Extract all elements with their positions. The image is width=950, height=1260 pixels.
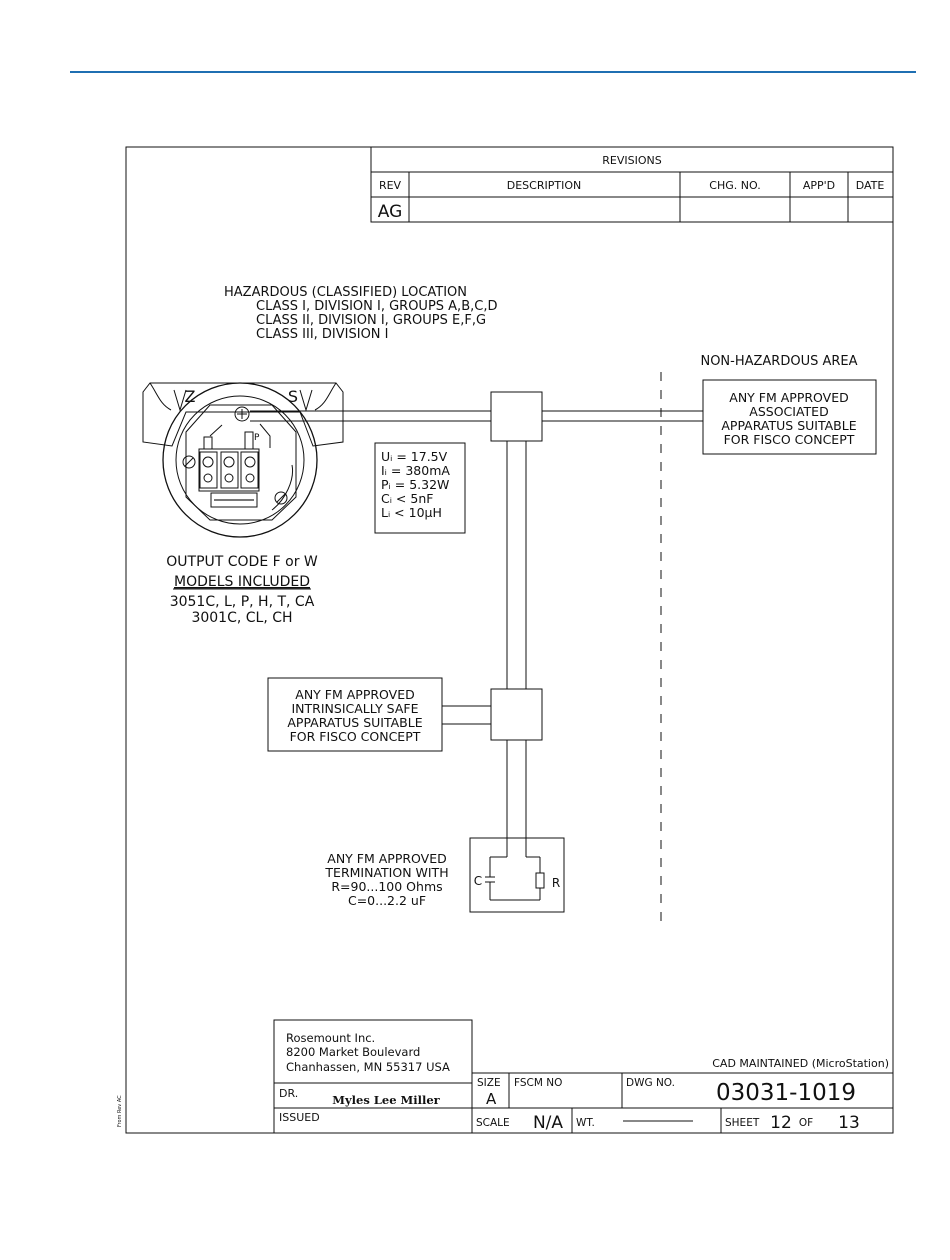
sheet-label: SHEET — [725, 1117, 760, 1129]
param-ii: Iᵢ = 380mA — [381, 463, 450, 478]
param-li: Lᵢ < 10μH — [381, 505, 442, 520]
termination-line-1: ANY FM APPROVED — [327, 851, 446, 866]
is-line-4: FOR FISCO CONCEPT — [290, 729, 421, 744]
termination-text: ANY FM APPROVED TERMINATION WITH R=90...… — [324, 851, 448, 908]
side-revision-note: From Rev AC — [117, 1095, 123, 1127]
termination-box: C R — [469, 837, 565, 913]
resistor-label: R — [552, 876, 560, 890]
hazardous-location-text: HAZARDOUS (CLASSIFIED) LOCATION CLASS I,… — [224, 285, 497, 342]
drawn-label: DR. — [279, 1087, 298, 1100]
output-code-block: OUTPUT CODE F or W MODELS INCLUDED 3051C… — [166, 554, 318, 626]
is-line-3: APPARATUS SUITABLE — [287, 715, 422, 730]
revisions-block: REVISIONS REV DESCRIPTION CHG. NO. APP'D… — [370, 146, 894, 223]
of-label: OF — [799, 1117, 813, 1129]
company-address: 8200 Market Boulevard — [286, 1045, 420, 1059]
non-hazardous-label: NON-HAZARDOUS AREA — [700, 354, 857, 369]
models-line-2: 3001C, CL, CH — [191, 610, 292, 626]
cable-wiring — [250, 410, 703, 838]
is-line-1: ANY FM APPROVED — [295, 687, 414, 702]
company-city: Chanhassen, MN 55317 USA — [286, 1060, 450, 1074]
param-ui: Uᵢ = 17.5V — [381, 449, 448, 464]
sheet-number: 12 — [770, 1113, 792, 1133]
capacitor-label: C — [474, 874, 482, 888]
scale-label: SCALE — [476, 1117, 510, 1129]
fscm-label: FSCM NO — [514, 1077, 562, 1089]
hazardous-line-3: CLASS III, DIVISION I — [256, 327, 389, 342]
header-rule — [70, 71, 916, 73]
associated-apparatus-box: ANY FM APPROVED ASSOCIATED APPARATUS SUI… — [702, 379, 877, 455]
termination-line-4: C=0...2.2 uF — [348, 893, 426, 908]
ground-screw-top — [234, 406, 250, 422]
title-block: Rosemount Inc. 8200 Market Boulevard Cha… — [273, 1019, 893, 1134]
description-header: DESCRIPTION — [507, 179, 581, 192]
revisions-title: REVISIONS — [602, 154, 661, 167]
associated-line-4: FOR FISCO CONCEPT — [724, 432, 855, 447]
terminal-screw-left — [182, 455, 196, 469]
terminal-z-label: Z — [185, 387, 196, 406]
size-label: SIZE — [477, 1077, 501, 1089]
terminal-p-label: P — [254, 433, 260, 443]
associated-line-3: APPARATUS SUITABLE — [721, 418, 856, 433]
dwg-no-label: DWG NO. — [626, 1077, 675, 1089]
rev-value: AG — [378, 202, 403, 222]
output-code-title: OUTPUT CODE F or W — [166, 554, 318, 570]
entity-parameters-box: Uᵢ = 17.5V Iᵢ = 380mA Pᵢ = 5.32W Cᵢ < 5n… — [374, 442, 466, 534]
issued-label: ISSUED — [279, 1111, 320, 1124]
appd-header: APP'D — [803, 179, 835, 192]
junction-box-top — [490, 391, 543, 442]
drawn-by-signature: Myles Lee Miller — [332, 1093, 440, 1107]
size-value: A — [486, 1090, 497, 1108]
param-pi: Pᵢ = 5.32W — [381, 477, 449, 492]
resistor-symbol — [535, 872, 545, 889]
param-ci: Cᵢ < 5nF — [381, 491, 433, 506]
hazardous-line-2: CLASS II, DIVISION I, GROUPS E,F,G — [256, 313, 486, 328]
scale-value: N/A — [533, 1113, 563, 1133]
ground-screw-right — [274, 491, 288, 505]
models-included-heading: MODELS INCLUDED — [174, 574, 310, 590]
intrinsically-safe-box: ANY FM APPROVED INTRINSICALLY SAFE APPAR… — [267, 677, 443, 752]
junction-box-bottom — [490, 688, 543, 741]
drawing-number: 03031-1019 — [716, 1080, 856, 1106]
hazardous-line-1: CLASS I, DIVISION I, GROUPS A,B,C,D — [256, 299, 497, 314]
weight-label: WT. — [576, 1117, 595, 1129]
associated-line-2: ASSOCIATED — [749, 404, 828, 419]
company-name: Rosemount Inc. — [286, 1031, 375, 1045]
housing-circle-outer — [162, 382, 318, 538]
housing-circle-inner — [175, 395, 305, 525]
cad-maintained-note: CAD MAINTAINED (MicroStation) — [712, 1057, 889, 1070]
chg-no-header: CHG. NO. — [709, 179, 760, 192]
date-header: DATE — [856, 179, 885, 192]
sheet-total: 13 — [838, 1113, 860, 1133]
models-line-1: 3051C, L, P, H, T, CA — [170, 594, 315, 610]
rev-header: REV — [379, 179, 402, 192]
terminal-s-label: S — [288, 387, 298, 406]
termination-line-3: R=90...100 Ohms — [331, 879, 442, 894]
hazardous-title: HAZARDOUS (CLASSIFIED) LOCATION — [224, 285, 467, 300]
terminal-block — [198, 448, 260, 492]
is-line-2: INTRINSICALLY SAFE — [292, 701, 419, 716]
transmitter-housing: Z S P — [142, 382, 344, 538]
associated-line-1: ANY FM APPROVED — [729, 390, 848, 405]
termination-line-2: TERMINATION WITH — [324, 865, 448, 880]
